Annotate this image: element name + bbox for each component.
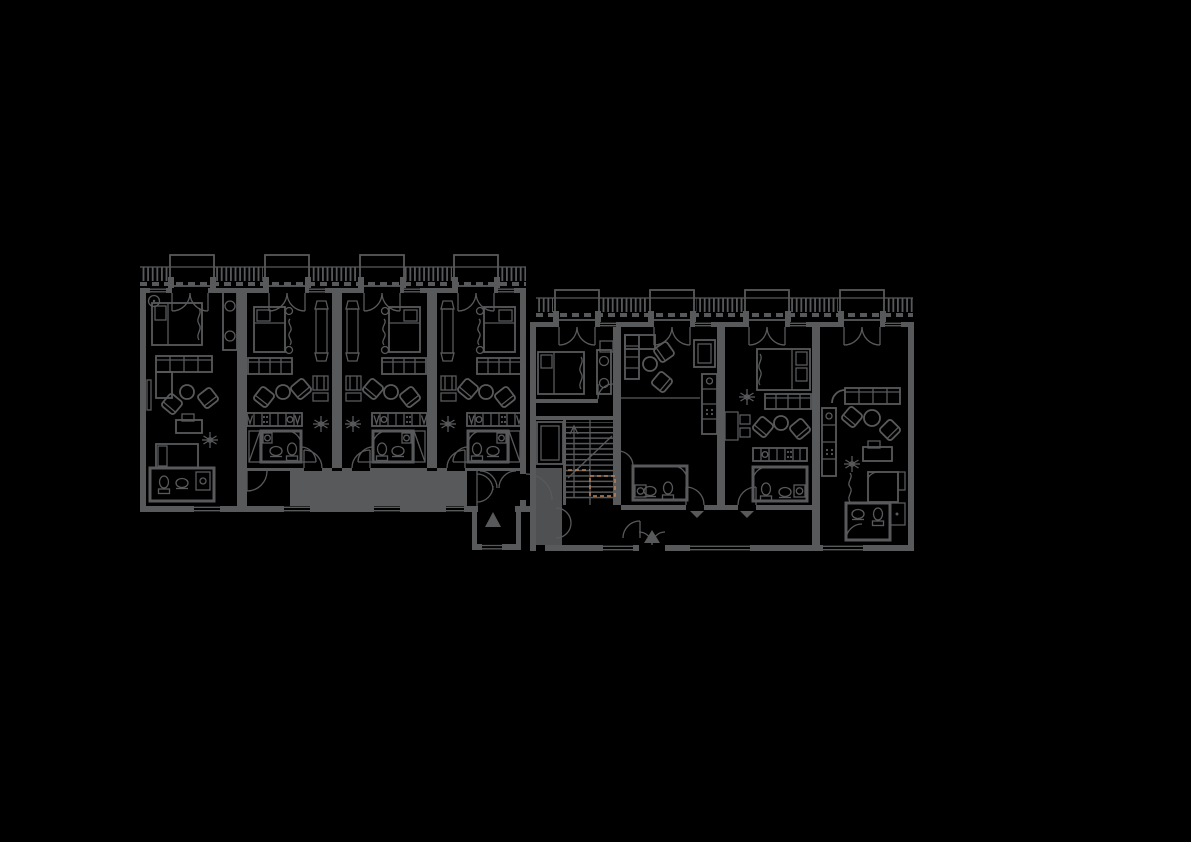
- entrance-vestibule: [472, 470, 521, 550]
- balcony: [553, 289, 886, 322]
- exterior-walls: [520, 322, 914, 552]
- unit-1: [147, 291, 238, 503]
- unit-f: [617, 334, 718, 502]
- unit-e-bedroom: [537, 340, 614, 395]
- unit-dividers: [237, 293, 437, 506]
- stairwell: [536, 416, 618, 545]
- unit-g: [724, 348, 813, 503]
- unit-h: [821, 387, 906, 542]
- french-doors: [171, 292, 495, 312]
- east-wing: [520, 289, 914, 552]
- balcony: [168, 254, 500, 288]
- corridor: [246, 468, 494, 506]
- exterior-walls: [140, 288, 553, 513]
- west-wing: [140, 254, 553, 550]
- french-doors: [558, 326, 881, 346]
